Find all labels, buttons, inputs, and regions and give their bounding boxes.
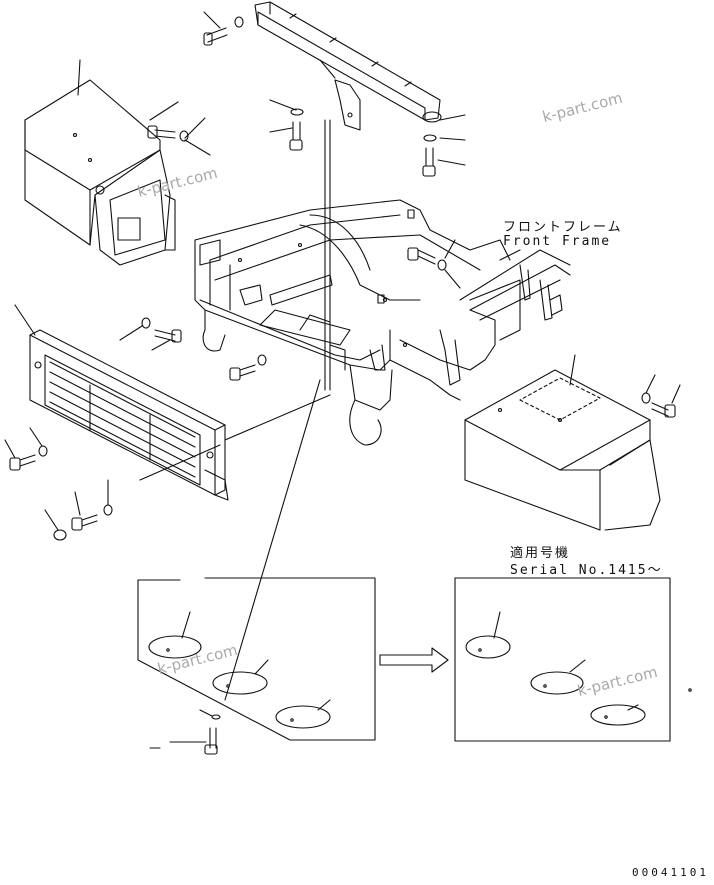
top-bolt-1	[203, 11, 244, 46]
front-frame-label-jp: フロントフレーム	[503, 220, 623, 235]
front-grille	[14, 304, 331, 501]
right-cover	[464, 354, 661, 531]
inset-panel-left	[137, 577, 376, 755]
grille-bolts	[4, 427, 113, 541]
right-cover-bolt	[641, 374, 681, 418]
serial-number-label: Serial No.1415～	[510, 563, 663, 578]
left-cover	[24, 59, 176, 266]
frame-center-bolt	[229, 354, 267, 381]
arrow-right	[379, 647, 449, 673]
drawing-number: 00041101	[632, 866, 709, 879]
vertical-bolt-2	[422, 114, 466, 177]
left-cover-bolt	[147, 101, 211, 156]
top-cross-beam	[254, 1, 442, 123]
front-frame	[194, 119, 521, 446]
vertical-bolt-1	[269, 99, 304, 151]
frame-left-bolt	[119, 317, 182, 351]
inset-leader-line	[224, 379, 321, 701]
inset-panel-right	[454, 577, 692, 742]
applicable-serial-label-jp: 適用号機	[510, 546, 571, 561]
beam-bracket	[319, 59, 361, 131]
frame-right-bolt	[407, 239, 461, 289]
frame-rails	[459, 249, 571, 321]
front-frame-label-en: Front Frame	[503, 234, 612, 249]
